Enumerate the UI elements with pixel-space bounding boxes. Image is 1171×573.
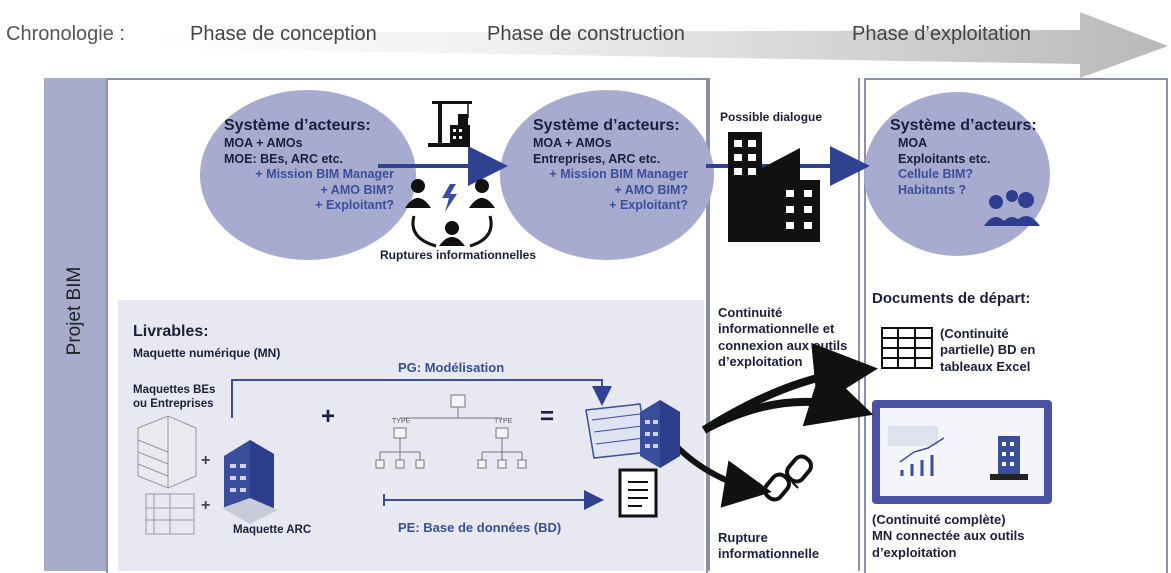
- small-plus-1: +: [201, 452, 211, 469]
- pg-line: [231, 379, 612, 418]
- group-people-icon: [984, 190, 1040, 226]
- dialogue-label: Possible dialogue: [720, 110, 823, 124]
- documents-partial: (Continuité partielle) BD en tableaux Ex…: [940, 326, 1036, 374]
- crane-icon: [428, 101, 472, 147]
- pe-label: PE: Base de données (BD): [398, 520, 562, 535]
- equals-sign: =: [540, 403, 555, 430]
- timeline-arrow: [150, 12, 1168, 78]
- mn-result-icon: [585, 400, 680, 518]
- plus-sign: +: [321, 403, 336, 430]
- type-hierarchy-icon: [375, 394, 527, 469]
- sidebar: [44, 78, 106, 571]
- divider-2: [858, 78, 860, 571]
- exploitation-actors: MOA Exploitants etc.: [898, 136, 991, 166]
- ruptures-people-icon: [405, 179, 495, 248]
- construction-title: Système d’acteurs:: [533, 117, 680, 134]
- arrow-to-dashboard: [702, 365, 874, 434]
- ruptures-label: Ruptures informationnelles: [380, 248, 537, 262]
- actors-ellipse-construction: [500, 90, 714, 260]
- continuity-text: Continuité informationnelle et connexion…: [718, 305, 848, 369]
- maquette-arc-icon: [222, 440, 278, 524]
- construction-actors: MOA + AMOs Entreprises, ARC etc.: [533, 136, 661, 166]
- arrow-to-broken-link: [672, 442, 772, 508]
- maquettes-bes-label: Maquettes BEs ou Entreprises: [133, 384, 216, 411]
- documents-complete: (Continuité complète) MN connectée aux o…: [872, 512, 1025, 560]
- spreadsheet-icon: [881, 327, 933, 369]
- type-label-left: TYPE: [392, 418, 411, 425]
- conception-actors: MOA + AMOs MOE: BEs, ARC etc.: [224, 136, 344, 166]
- actors-ellipse-conception: [200, 90, 416, 260]
- pg-label: PG: Modélisation: [398, 360, 505, 375]
- maquettes-building-icon: [137, 415, 197, 535]
- deliverables-subtitle: Maquette numérique (MN): [133, 346, 281, 360]
- type-label-right: TYPE: [494, 418, 513, 425]
- phase-exploitation: Phase d’exploitation: [852, 23, 1032, 45]
- conception-title: Système d’acteurs:: [224, 117, 371, 134]
- maquette-arc-label: Maquette ARC: [233, 524, 312, 536]
- phase-construction: Phase de construction: [487, 23, 685, 45]
- exploitation-title: Système d’acteurs:: [890, 117, 1037, 134]
- conception-additions: + Mission BIM Manager + AMO BIM? + Explo…: [255, 167, 394, 213]
- chronology-label: Chronologie :: [6, 23, 125, 45]
- construction-additions: + Mission BIM Manager + AMO BIM? + Explo…: [549, 167, 688, 213]
- exploitation-additions: Cellule BIM? Habitants ?: [898, 167, 974, 197]
- deliverables-title: Livrables:: [133, 323, 209, 340]
- dashboard-screen-icon: [872, 400, 1052, 504]
- phase-conception: Phase de conception: [190, 23, 377, 45]
- documents-title: Documents de départ:: [872, 290, 1031, 307]
- buildings-icon: [728, 132, 820, 242]
- small-plus-2: +: [201, 497, 211, 514]
- divider-1: [708, 78, 710, 571]
- actors-ellipse-exploitation: [864, 92, 1050, 256]
- rupture-text: Rupture informationnelle: [718, 530, 820, 562]
- broken-link-icon: [763, 454, 813, 502]
